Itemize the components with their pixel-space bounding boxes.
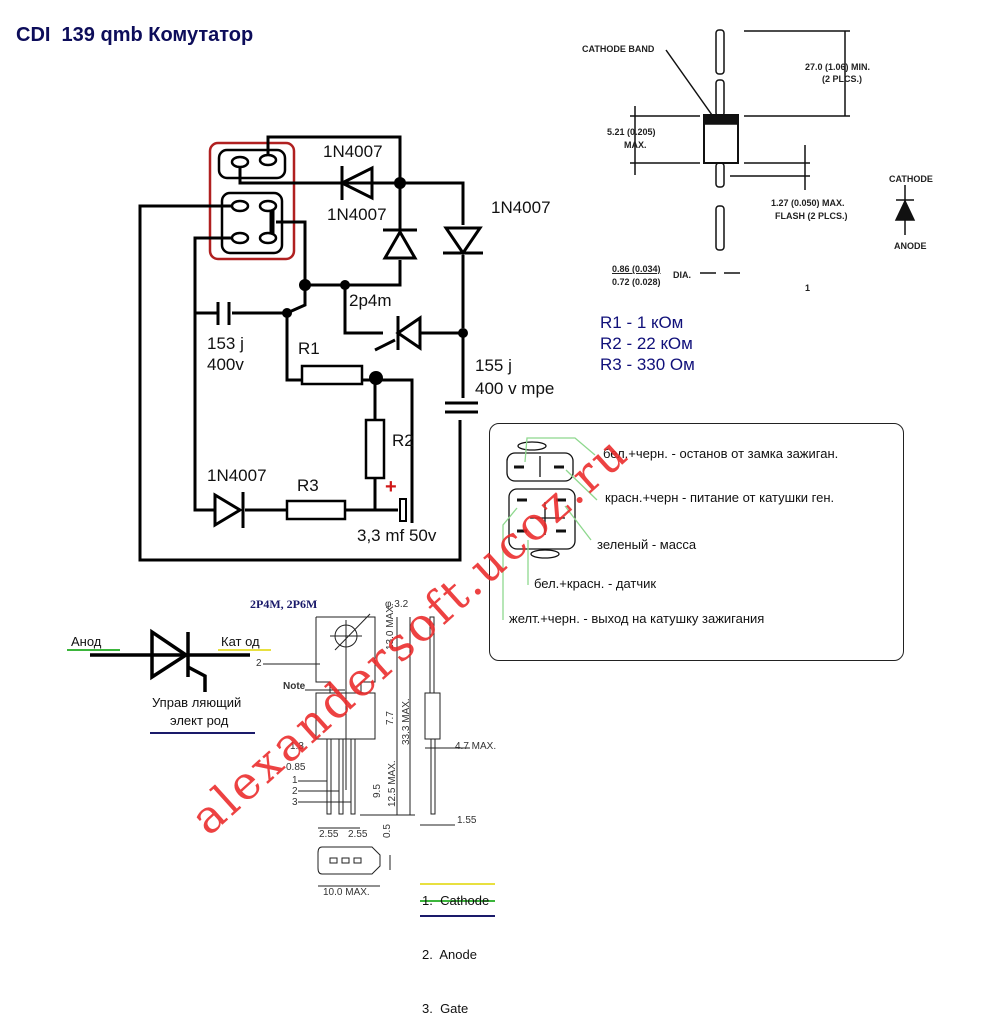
- flash-note: FLASH (2 PLCS.): [775, 211, 848, 221]
- pin-3-callout: 3: [292, 797, 298, 808]
- cap1-voltage: 400v: [207, 355, 244, 374]
- lead-length-dim: 27.0 (1.06) MIN.: [805, 62, 871, 72]
- dim-1-55: 1.55: [457, 815, 477, 826]
- legend-item: красн.+черн - питание от катушки ген.: [605, 490, 835, 505]
- legend-item: бел.+черн. - останов от замка зажиган.: [603, 446, 839, 461]
- flash-dim: 1.27 (0.050) MAX.: [771, 198, 845, 208]
- lead-length-note: (2 PLCS.): [822, 74, 863, 84]
- body-length-dim: 5.21 (0.205): [607, 127, 656, 137]
- page-mark: 1: [805, 283, 811, 293]
- resistor-value-r1: R1 - 1 кОм: [600, 313, 684, 332]
- body-length-note: MAX.: [624, 140, 647, 150]
- diode-package-drawing: [630, 29, 916, 274]
- resistor-values: R1 - 1 кОм R2 - 22 кОм R3 - 330 Ом: [600, 312, 695, 375]
- connector-legend-box: [489, 423, 904, 661]
- pinout-gate: 3. Gate: [422, 1001, 469, 1016]
- dim-1-3: 1.3: [290, 741, 304, 752]
- dim-0-5: 0.5: [382, 824, 393, 838]
- pin2-callout: 2: [256, 658, 262, 669]
- electrolytic-label: 3,3 mf 50v: [357, 526, 437, 545]
- r1-label: R1: [298, 339, 320, 358]
- hole-dim: φ 3.2: [385, 599, 409, 610]
- dim-4-7-max: 4.7 MAX.: [455, 741, 497, 752]
- page-title: CDI 139 qmb Комутатор: [16, 24, 254, 46]
- dim-7-7: 7.7: [385, 711, 396, 725]
- dim-0-85: 0.85: [286, 762, 306, 773]
- pinout-list: 1. Cathode 2. Anode 3. Gate: [422, 856, 489, 1036]
- resistor-value-r2: R2 - 22 кОм: [600, 334, 693, 353]
- cathode-label: Кат од: [221, 634, 260, 649]
- dim-33-3-max: 33.3 MAX.: [401, 698, 412, 745]
- resistor-value-r3: R3 - 330 Ом: [600, 355, 695, 374]
- diameter-label: DIA.: [673, 270, 691, 280]
- connector-outline: [208, 141, 296, 261]
- connector-top: [217, 148, 287, 180]
- diameter-max: 0.86 (0.034): [612, 264, 661, 274]
- dim-9-5: 9.5: [372, 784, 383, 798]
- cap2-value: 155 j: [475, 356, 512, 375]
- legend-item: желт.+черн. - выход на катушку зажигания: [509, 611, 765, 626]
- dim-13-max: 13.0 MAX.: [385, 603, 396, 650]
- note-label: Note: [283, 681, 306, 692]
- dim-10-max: 10.0 MAX.: [323, 887, 370, 898]
- pin-2-callout: 2: [292, 786, 298, 797]
- symbol-anode-label: ANODE: [894, 241, 927, 251]
- dim-2-55-right: 2.55: [348, 829, 368, 840]
- thyristor-label: 2p4m: [349, 291, 392, 310]
- cap1-value: 153 j: [207, 334, 244, 353]
- symbol-cathode-label: CATHODE: [889, 174, 933, 184]
- r3-label: R3: [297, 476, 319, 495]
- gate-label-line1: Управ ляющий: [152, 695, 242, 710]
- dim-2-55-left: 2.55: [319, 829, 339, 840]
- legend-item: зеленый - масса: [597, 537, 697, 552]
- thyristor-symbol: [90, 628, 250, 692]
- dim-12-5-max: 12.5 MAX.: [387, 760, 398, 807]
- anode-label: Анод: [71, 634, 102, 649]
- cap2-voltage: 400 v mpe: [475, 379, 555, 398]
- cathode-band-label: CATHODE BAND: [582, 44, 655, 54]
- r2-label: R2: [392, 431, 414, 450]
- pinout-anode: 2. Anode: [422, 947, 477, 962]
- package-title: 2P4M, 2P6M: [250, 597, 318, 611]
- pinout-cathode: 1. Cathode: [422, 893, 490, 908]
- cdi-schematic: +: [67, 29, 916, 917]
- legend-item: бел.+красн. - датчик: [534, 576, 657, 591]
- diode-bottom-label: 1N4007: [207, 466, 267, 485]
- diameter-min: 0.72 (0.028): [612, 277, 661, 287]
- electrolytic-plus: +: [385, 476, 397, 498]
- pin-1-callout: 1: [292, 775, 298, 786]
- diode-mid-label: 1N4007: [327, 205, 387, 224]
- diode-right-label: 1N4007: [491, 198, 551, 217]
- gate-label-line2: элект род: [170, 713, 229, 728]
- thyristor-package-drawing: [263, 613, 470, 887]
- diode-top-label: 1N4007: [323, 142, 383, 161]
